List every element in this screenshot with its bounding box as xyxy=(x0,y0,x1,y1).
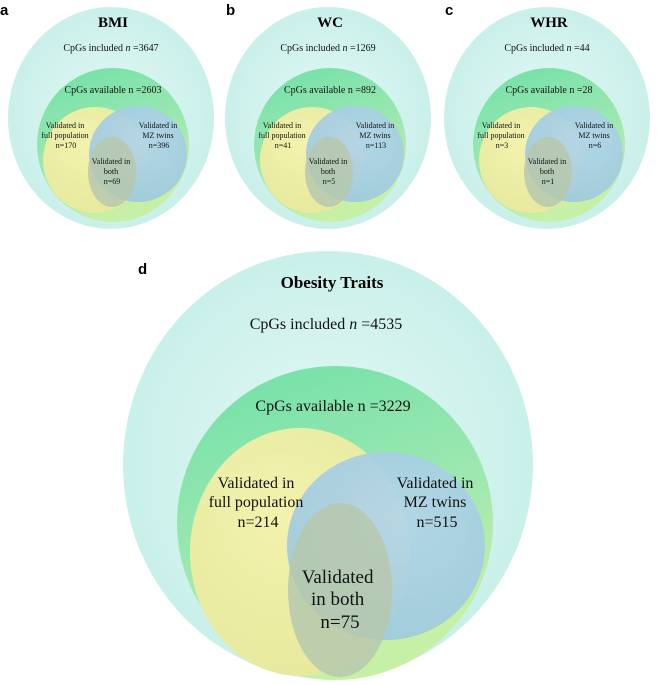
available-label: CpGs available n =28 xyxy=(505,85,592,96)
mz-twins-label: Validated in MZ twins n=6 xyxy=(575,121,615,150)
panel-letter: a xyxy=(0,2,9,19)
included-label: CpGs included n =4535 xyxy=(250,316,403,333)
panel-a: a BMI CpGs included n =3647 CpGs availab… xyxy=(0,2,214,229)
full-population-label: Validated in full population n=170 xyxy=(41,121,90,150)
panel-b: b WC CpGs included n =1269 CpGs availabl… xyxy=(225,2,431,229)
full-population-label: Validated in full population n=214 xyxy=(209,475,308,531)
full-population-label: Validated in full population n=3 xyxy=(477,121,526,150)
both-overlap xyxy=(288,503,392,677)
panel-d: d Obesity Traits CpGs included n =4535 C… xyxy=(123,251,533,680)
panel-letter: d xyxy=(138,261,147,278)
panel-title: Obesity Traits xyxy=(281,273,384,292)
included-label: CpGs included n =44 xyxy=(504,43,589,54)
both-label: Validated in both n=69 xyxy=(92,157,132,186)
both-label: Validated in both n=5 xyxy=(309,157,349,186)
panel-c: c WHR CpGs included n =44 CpGs available… xyxy=(444,2,650,229)
panel-title: BMI xyxy=(98,15,128,31)
available-label: CpGs available n =892 xyxy=(284,85,376,96)
panel-letter: b xyxy=(226,2,235,19)
both-label: Validated in both n=1 xyxy=(528,157,568,186)
both-overlap xyxy=(88,137,136,207)
panel-title: WC xyxy=(317,15,343,31)
mz-twins-label: Validated in MZ twins n=396 xyxy=(139,121,179,150)
mz-twins-label: Validated in MZ twins n=113 xyxy=(356,121,396,150)
both-label: Validated in both n=75 xyxy=(302,567,379,633)
available-label: CpGs available n =3229 xyxy=(255,398,410,415)
included-label: CpGs included n =1269 xyxy=(280,43,375,54)
panel-title: WHR xyxy=(530,15,568,31)
panel-letter: c xyxy=(445,2,453,19)
both-overlap xyxy=(305,137,353,207)
mz-twins-label: Validated in MZ twins n=515 xyxy=(397,475,478,531)
both-overlap xyxy=(524,137,572,207)
full-population-label: Validated in full population n=41 xyxy=(258,121,307,150)
available-label: CpGs available n =2603 xyxy=(64,85,161,96)
included-label: CpGs included n =3647 xyxy=(63,43,158,54)
